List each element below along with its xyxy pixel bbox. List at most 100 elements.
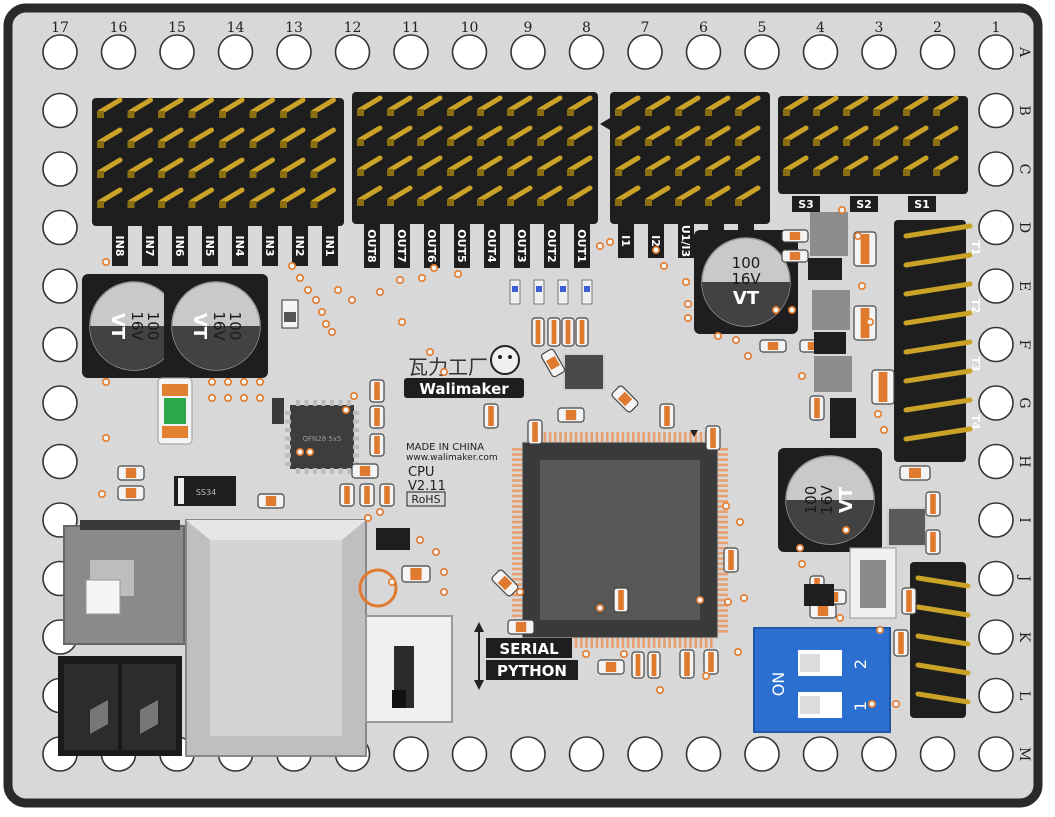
header-pin — [645, 95, 671, 113]
header-pin-base — [735, 139, 742, 146]
brand-logo: 瓦力工厂 Walimaker — [404, 345, 524, 398]
capacitor-series: VT — [733, 288, 760, 309]
header-pin-base — [645, 139, 652, 146]
pad-hole — [919, 736, 956, 772]
header-pin — [645, 185, 671, 203]
label-band — [544, 224, 560, 268]
smd-resistor — [117, 465, 145, 481]
via — [453, 269, 462, 278]
pad-hole — [744, 736, 780, 772]
pad-hole — [42, 209, 78, 246]
header-pin — [280, 157, 306, 175]
label-band — [850, 196, 878, 212]
via — [439, 367, 448, 376]
header-pin — [873, 125, 899, 143]
header-pin — [567, 155, 593, 173]
header-pin — [813, 155, 839, 173]
capacitor-series: VT — [836, 486, 857, 513]
via — [695, 595, 704, 604]
label-band — [908, 196, 936, 212]
header-pin-base — [417, 109, 424, 116]
smd-components — [117, 212, 941, 679]
label-band — [618, 224, 634, 258]
header-pin — [311, 127, 336, 145]
tactile-switch[interactable] — [849, 547, 897, 619]
dip-number-1: 1 — [851, 701, 870, 711]
servo-label: S1 — [914, 198, 930, 211]
via — [681, 277, 690, 286]
pad-hole — [42, 151, 78, 187]
header-pin — [903, 125, 929, 143]
capacitor-voltage: 16V — [128, 311, 146, 341]
label-band — [792, 196, 820, 212]
label-band — [454, 224, 470, 268]
via — [867, 699, 876, 708]
header-pin-base — [310, 171, 318, 178]
input-header-block — [92, 97, 344, 226]
header-pin — [735, 125, 761, 143]
smd-inductor — [812, 290, 850, 330]
header-pin-base — [219, 141, 226, 148]
pad-hole — [42, 92, 78, 129]
header-pin-base — [705, 139, 712, 146]
pad-hole — [42, 34, 78, 70]
header-pin-base — [310, 111, 318, 118]
via — [841, 525, 850, 534]
header-pin-base — [477, 109, 484, 116]
smd-resistor — [723, 547, 739, 573]
via — [102, 433, 111, 442]
header-pin — [189, 97, 214, 115]
pad-hole — [978, 385, 1014, 421]
capacitor-series: VT — [107, 313, 128, 340]
header-pin-base — [537, 169, 544, 176]
via — [255, 377, 264, 386]
header-pin-base — [127, 171, 135, 178]
header-pin — [567, 125, 593, 143]
smd-resistor — [613, 587, 629, 613]
header-pin — [447, 185, 473, 203]
smd-resistor — [527, 419, 543, 445]
label-band — [142, 226, 158, 266]
via — [347, 295, 356, 304]
pad-hole — [568, 34, 605, 70]
output-header-block — [352, 92, 598, 224]
header-pin — [783, 125, 809, 143]
pin-label: OUT4 — [485, 229, 498, 263]
header-pin — [843, 95, 869, 113]
label-band — [394, 224, 410, 268]
main-mcu — [512, 430, 728, 648]
label-band — [322, 226, 338, 266]
made-in-label: MADE IN CHINA — [406, 442, 484, 453]
qfn-label: QFN28 5x5 — [303, 435, 342, 443]
header-pin — [903, 339, 973, 355]
header-pin-base — [903, 169, 910, 176]
column-label: 5 — [758, 20, 767, 36]
header-pin — [357, 95, 383, 113]
header-pin — [447, 95, 473, 113]
pad-hole — [978, 560, 1014, 597]
capacitor-value: 100 — [144, 312, 162, 341]
via — [395, 275, 404, 284]
via — [875, 625, 884, 634]
column-label: 17 — [51, 20, 69, 36]
header-pin — [189, 127, 214, 145]
header-pin-base — [387, 109, 394, 116]
pad-hole — [861, 736, 897, 772]
header-pin-base — [97, 141, 104, 148]
header-pin-base — [675, 169, 682, 176]
header-pin — [705, 125, 731, 143]
pad-hole — [919, 34, 956, 70]
column-label: 8 — [582, 20, 591, 36]
diode-label: SS34 — [196, 488, 216, 497]
header-pin — [783, 95, 809, 113]
dip-switch[interactable]: ON 2 1 — [753, 627, 891, 733]
header-pin-base — [219, 201, 226, 208]
robot-mascot-icon — [490, 345, 520, 375]
smd-resistor — [557, 407, 585, 423]
capacitor-value: 100 — [226, 312, 244, 341]
